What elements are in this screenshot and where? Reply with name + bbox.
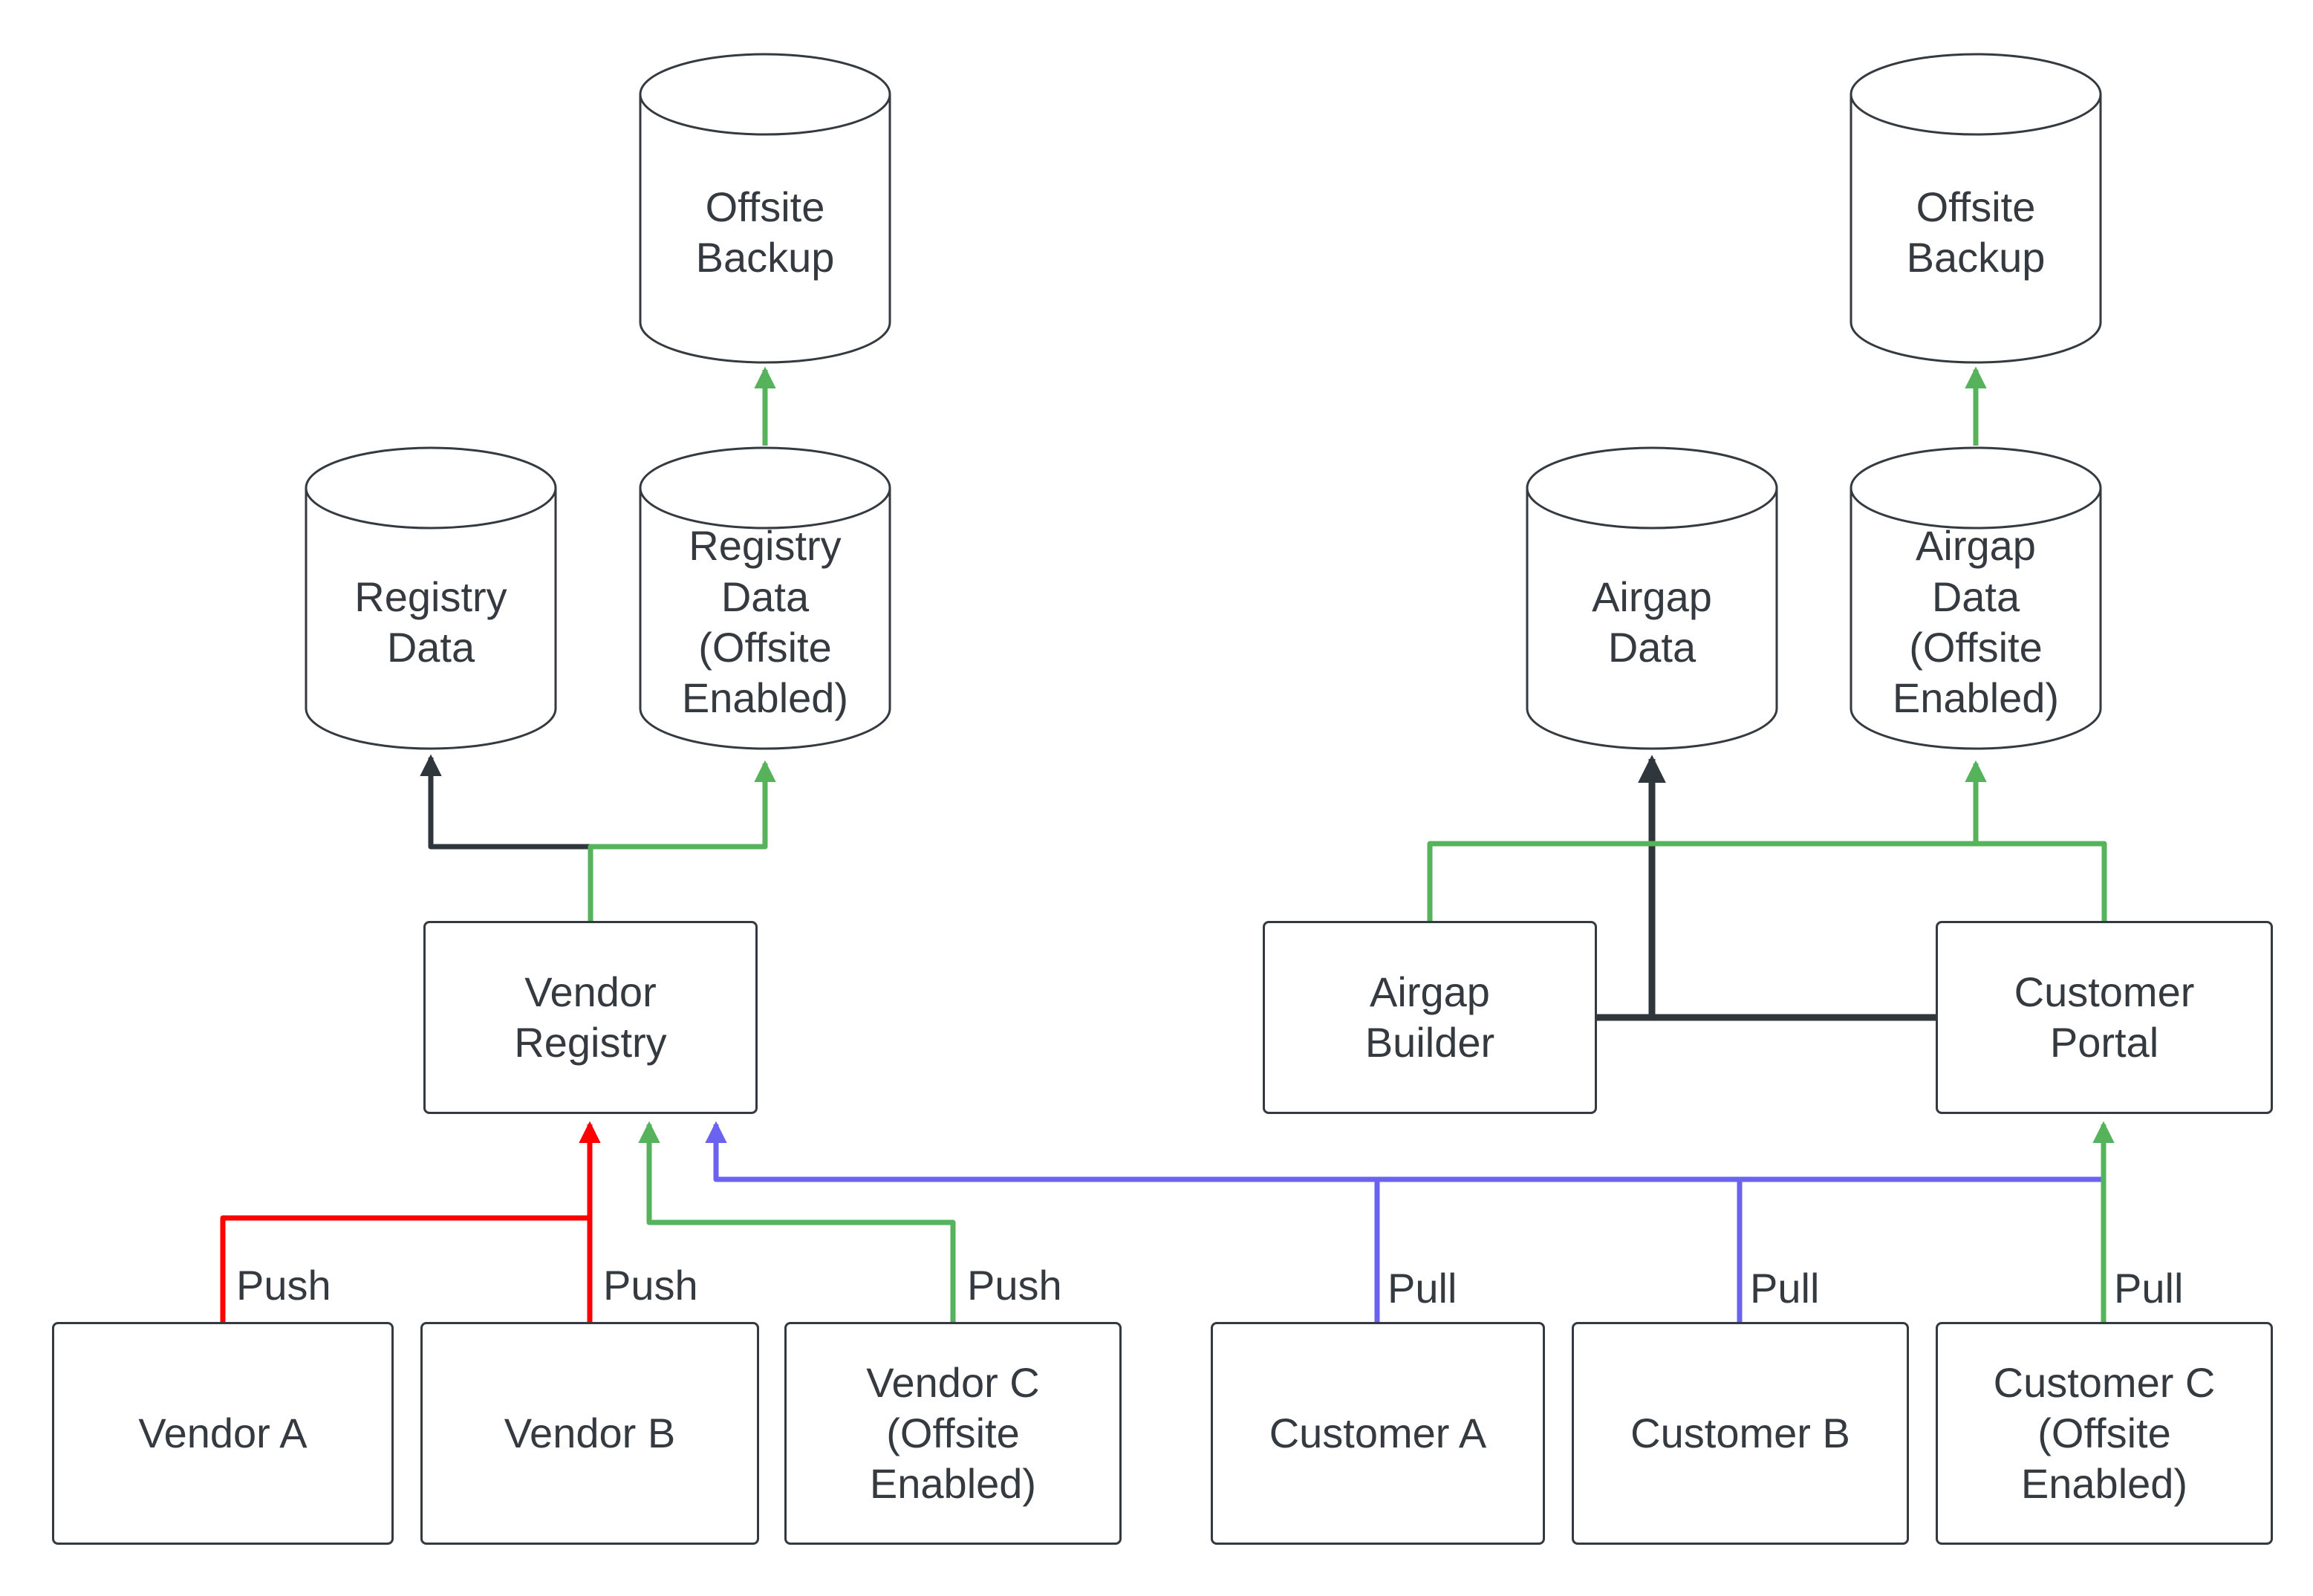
edge-pull-bus-to-vendor-registry — [705, 1121, 2104, 1182]
cylinder-airgap-data-offsite: Airgap Data (Offsite Enabled) — [1850, 446, 2102, 750]
cylinder-airgap-data: Airgap Data — [1526, 446, 1778, 750]
box-customer-a-label: Customer A — [1269, 1409, 1487, 1456]
box-customer-portal-label: Customer Portal — [2014, 968, 2195, 1066]
box-vendor-registry-label: Vendor Registry — [514, 968, 667, 1066]
box-vendor-a: Vendor A — [52, 1322, 394, 1545]
cylinder-shape — [1850, 53, 2102, 364]
edge-vendor-registry-to-registry-data-offsite — [588, 760, 776, 921]
edge-label-pull-customer-a: Pull — [1388, 1265, 1457, 1312]
cylinder-registry-data: Registry Data — [305, 446, 557, 750]
box-customer-a: Customer A — [1211, 1322, 1545, 1545]
edge-airgap-builder-to-airgap-data — [1597, 755, 1666, 1021]
edge-vendor-registry-to-registry-data — [420, 754, 593, 921]
box-customer-portal: Customer Portal — [1936, 921, 2273, 1114]
box-customer-c: Customer C (Offsite Enabled) — [1936, 1322, 2273, 1545]
cylinder-registry-data-label: Registry Data — [354, 573, 507, 671]
edge-label-pull-customer-c: Pull — [2114, 1265, 2184, 1312]
edge-vendor-c-push — [638, 1121, 956, 1322]
cylinder-airgap-data-label: Airgap Data — [1592, 573, 1712, 671]
edge-airgap-builder-customer-portal-green-bus — [1427, 841, 2107, 921]
box-vendor-a-label: Vendor A — [138, 1409, 308, 1456]
box-customer-c-label: Customer C (Offsite Enabled) — [1993, 1358, 2216, 1508]
cylinder-shape — [639, 53, 891, 364]
edge-vendor-a-push — [220, 1215, 590, 1322]
edge-label-push-vendor-b: Push — [603, 1262, 698, 1309]
edge-label-pull-customer-b: Pull — [1750, 1265, 1820, 1312]
box-vendor-b: Vendor B — [420, 1322, 759, 1545]
cylinder-offsite-backup-left-label: Offsite Backup — [695, 183, 835, 281]
cylinder-shape — [639, 446, 891, 750]
cylinder-shape — [1526, 446, 1778, 750]
box-customer-b-label: Customer B — [1630, 1409, 1850, 1456]
box-airgap-builder-label: Airgap Builder — [1364, 968, 1495, 1066]
cylinder-airgap-data-offsite-label: Airgap Data (Offsite Enabled) — [1892, 522, 2060, 722]
box-airgap-builder: Airgap Builder — [1263, 921, 1597, 1114]
cylinder-offsite-backup-left: Offsite Backup — [639, 52, 891, 364]
cylinder-offsite-backup-right: Offsite Backup — [1850, 52, 2102, 364]
box-vendor-registry: Vendor Registry — [423, 921, 758, 1114]
cylinder-shape — [1850, 446, 2102, 750]
box-vendor-c: Vendor C (Offsite Enabled) — [784, 1322, 1122, 1545]
box-vendor-c-label: Vendor C (Offsite Enabled) — [866, 1358, 1040, 1508]
cylinder-registry-data-offsite: Registry Data (Offsite Enabled) — [639, 446, 891, 750]
box-vendor-b-label: Vendor B — [504, 1409, 676, 1456]
cylinder-registry-data-offsite-label: Registry Data (Offsite Enabled) — [681, 522, 849, 722]
cylinder-offsite-backup-right-label: Offsite Backup — [1906, 183, 2046, 281]
edge-label-push-vendor-a: Push — [236, 1262, 331, 1309]
cylinder-shape — [305, 446, 557, 750]
box-customer-b: Customer B — [1572, 1322, 1909, 1545]
edge-label-push-vendor-c: Push — [967, 1262, 1062, 1309]
